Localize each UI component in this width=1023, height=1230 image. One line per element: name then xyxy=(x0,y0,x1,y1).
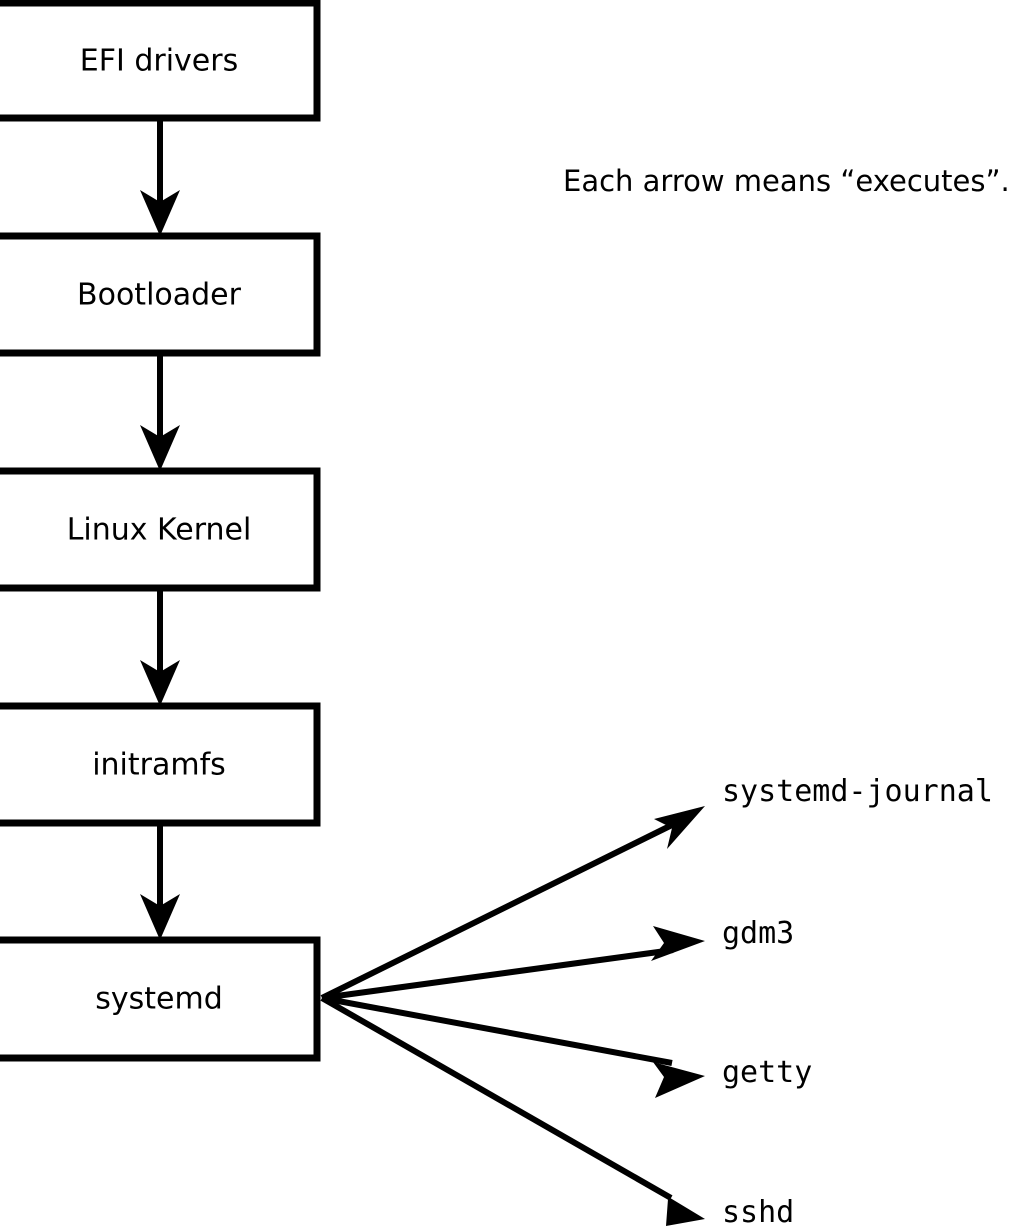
node-box[interactable] xyxy=(0,232,321,357)
chain-arrow-initramfs-to-systemd xyxy=(140,823,180,940)
arrow-shaft xyxy=(320,995,673,1201)
node-label: initramfs xyxy=(92,748,226,783)
service-arrow-getty xyxy=(321,995,705,1098)
node-label: systemd xyxy=(95,982,223,1017)
node-label: EFI drivers xyxy=(80,44,238,79)
node-bootloader[interactable]: Bootloader xyxy=(0,232,321,357)
node-box[interactable] xyxy=(0,702,321,827)
service-arrow-sshd xyxy=(320,995,705,1226)
node-box[interactable] xyxy=(0,467,321,592)
service-label-systemd-journal: systemd-journal xyxy=(722,774,993,809)
arrow-head xyxy=(653,1062,705,1098)
arrow-shaft xyxy=(321,947,674,1001)
diagram-caption: Each arrow means “executes”. xyxy=(563,164,1010,198)
arrow-head xyxy=(651,926,705,961)
service-arrow-gdm3 xyxy=(321,926,705,1001)
node-linux-kernel[interactable]: Linux Kernel xyxy=(0,467,321,592)
service-arrow-systemd-journal xyxy=(320,806,705,1001)
chain-arrow-bootloader-to-kernel xyxy=(140,353,180,471)
arrow-head xyxy=(654,806,705,849)
service-label-sshd: sshd xyxy=(722,1195,794,1230)
arrow-head xyxy=(140,894,180,940)
arrow-head xyxy=(140,425,180,471)
arrow-shaft xyxy=(320,820,678,1001)
node-label: Bootloader xyxy=(77,278,242,313)
arrow-head xyxy=(140,190,180,236)
node-box[interactable] xyxy=(0,0,321,122)
node-systemd[interactable]: systemd xyxy=(0,936,321,1062)
service-label-getty: getty xyxy=(722,1055,812,1090)
node-initramfs[interactable]: initramfs xyxy=(0,702,321,827)
arrow-head xyxy=(652,1187,705,1226)
arrow-shaft xyxy=(321,995,673,1066)
node-label: Linux Kernel xyxy=(67,513,252,548)
node-efi-drivers[interactable]: EFI drivers xyxy=(0,0,321,122)
chain-arrow-efi-to-bootloader xyxy=(140,118,180,236)
service-label-gdm3: gdm3 xyxy=(722,916,794,951)
arrow-head xyxy=(140,660,180,706)
node-box[interactable] xyxy=(0,936,321,1062)
chain-arrow-kernel-to-initramfs xyxy=(140,588,180,706)
